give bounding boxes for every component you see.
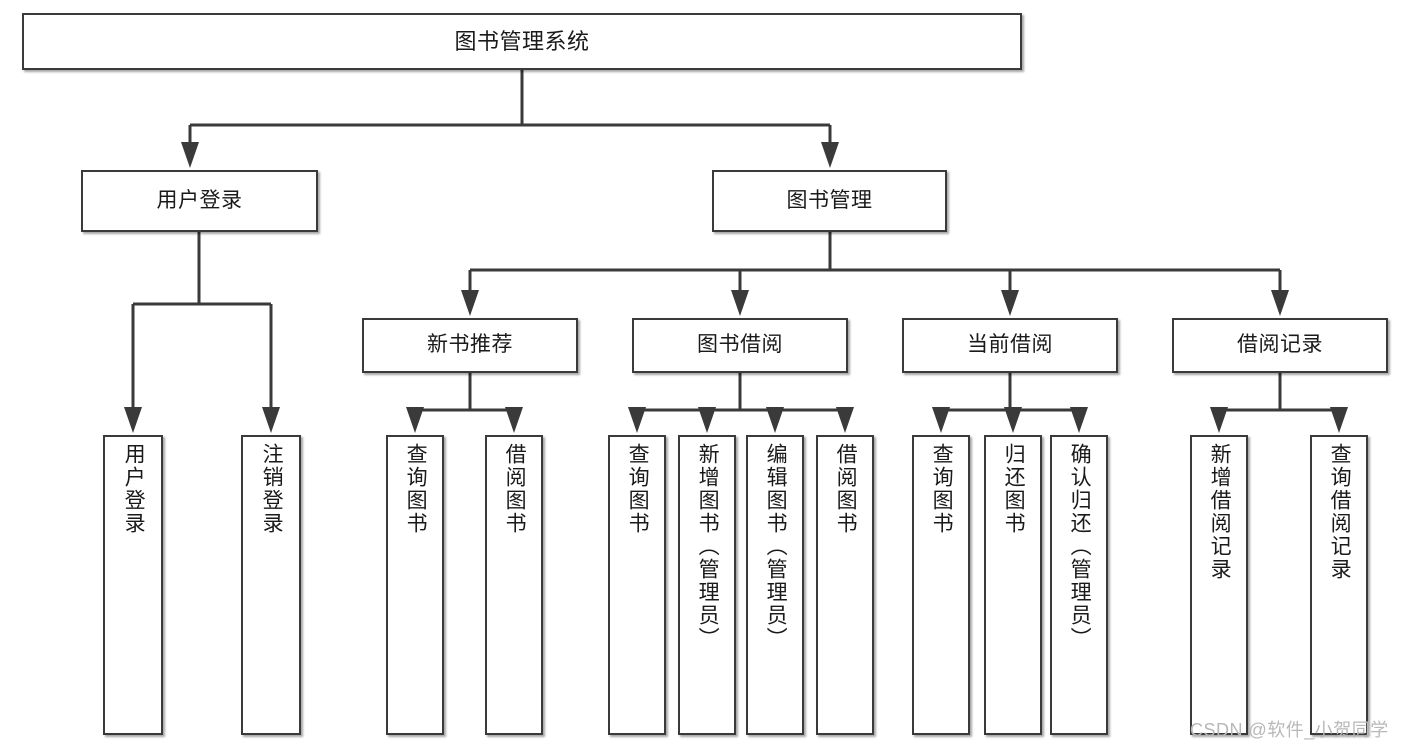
node-book-management[interactable]: 图书管理	[712, 170, 947, 232]
leaf-logout[interactable]: 注销登录	[241, 435, 301, 735]
leaf-edit-book-admin-label: 编辑图书（管理员）	[764, 443, 788, 650]
node-book-management-label: 图书管理	[786, 188, 873, 212]
leaf-add-borrow-record-label: 新增借阅记录	[1208, 443, 1232, 581]
leaf-logout-label: 注销登录	[260, 443, 284, 535]
node-book-borrow[interactable]: 图书借阅	[632, 318, 848, 373]
leaf-user-login-label: 用户登录	[122, 443, 146, 535]
leaf-query-borrow-record-label: 查询借阅记录	[1328, 443, 1352, 581]
leaf-add-book-admin[interactable]: 新增图书（管理员）	[678, 435, 736, 735]
node-new-book-recommend[interactable]: 新书推荐	[362, 318, 578, 373]
leaf-confirm-return-admin-label: 确认归还（管理员）	[1068, 443, 1092, 650]
leaf-user-login[interactable]: 用户登录	[103, 435, 163, 735]
leaf-borrow-book[interactable]: 借阅图书	[816, 435, 874, 735]
leaf-query-book-recommend-label: 查询图书	[404, 443, 428, 535]
leaf-query-book-current[interactable]: 查询图书	[912, 435, 970, 735]
leaf-return-book[interactable]: 归还图书	[984, 435, 1042, 735]
leaf-query-book-borrow[interactable]: 查询图书	[608, 435, 666, 735]
node-root-label: 图书管理系统	[454, 28, 590, 54]
leaf-query-book-current-label: 查询图书	[930, 443, 954, 535]
node-new-book-recommend-label: 新书推荐	[427, 333, 513, 357]
node-current-borrow-label: 当前借阅	[967, 333, 1053, 357]
leaf-query-borrow-record[interactable]: 查询借阅记录	[1310, 435, 1368, 735]
leaf-borrow-book-recommend[interactable]: 借阅图书	[485, 435, 543, 735]
leaf-add-borrow-record[interactable]: 新增借阅记录	[1190, 435, 1248, 735]
node-root[interactable]: 图书管理系统	[22, 13, 1022, 70]
node-book-borrow-label: 图书借阅	[697, 333, 783, 357]
leaf-query-book-recommend[interactable]: 查询图书	[386, 435, 444, 735]
leaf-borrow-book-recommend-label: 借阅图书	[503, 443, 527, 535]
node-borrow-record[interactable]: 借阅记录	[1172, 318, 1388, 373]
watermark: CSDN @软件_小贺同学	[1190, 720, 1389, 740]
node-current-borrow[interactable]: 当前借阅	[902, 318, 1118, 373]
leaf-borrow-book-label: 借阅图书	[834, 443, 858, 535]
leaf-add-book-admin-label: 新增图书（管理员）	[696, 443, 720, 650]
leaf-query-book-borrow-label: 查询图书	[626, 443, 650, 535]
node-user-login-label: 用户登录	[156, 188, 243, 212]
node-borrow-record-label: 借阅记录	[1237, 333, 1323, 357]
leaf-edit-book-admin[interactable]: 编辑图书（管理员）	[746, 435, 804, 735]
leaf-confirm-return-admin[interactable]: 确认归还（管理员）	[1050, 435, 1108, 735]
node-user-login[interactable]: 用户登录	[81, 170, 318, 232]
leaf-return-book-label: 归还图书	[1002, 443, 1026, 535]
